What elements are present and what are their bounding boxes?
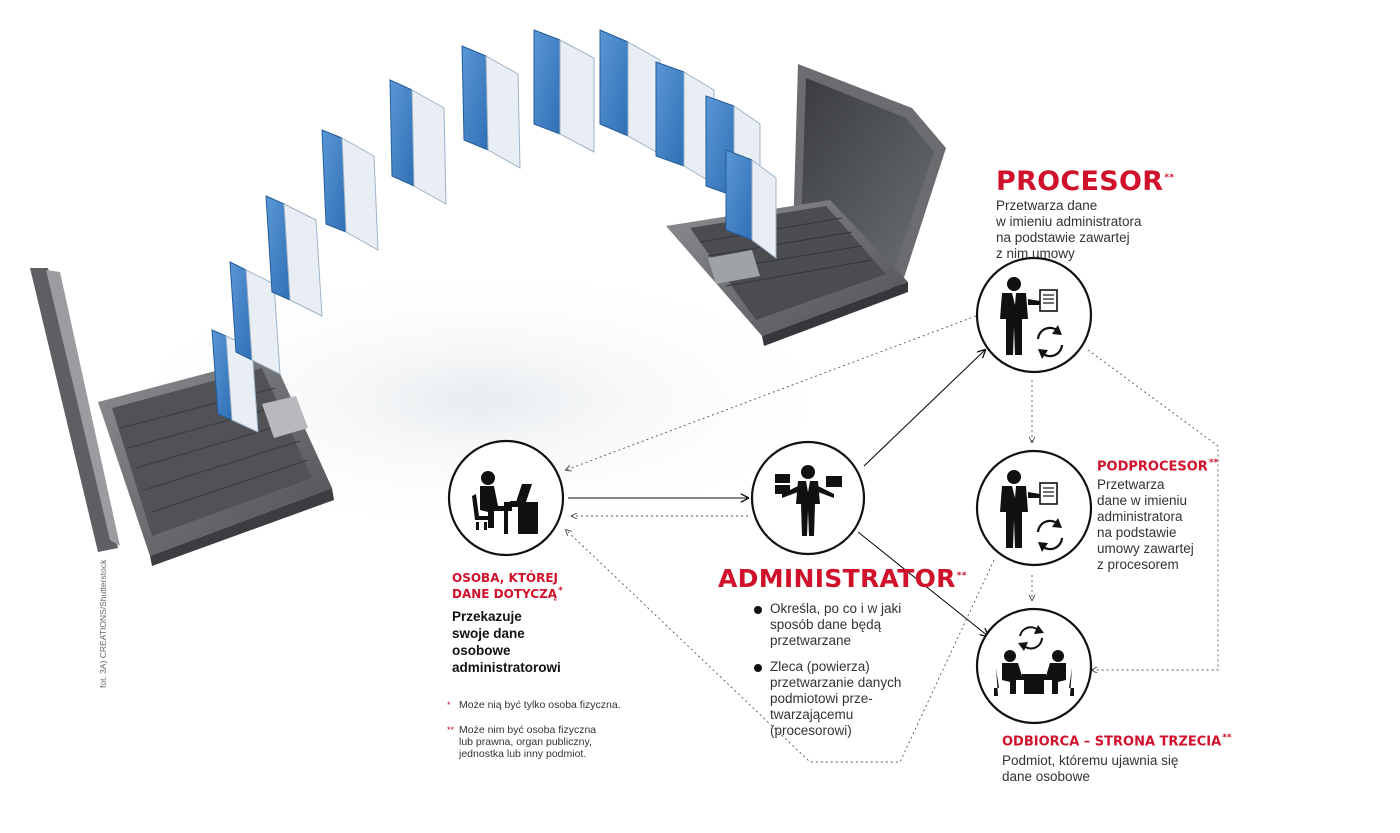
podprocesor-title: PODPROCESOR** [1097,458,1219,475]
osoba-title: OSOBA, KTÓREJ DANE DOTYCZĄ* [452,571,563,601]
person-at-desk-computer-icon [472,471,538,534]
administrator-block: ADMINISTRATOR** Określa, po co i w jaki … [718,564,967,749]
footnote-1: *Może nią być tylko osoba fizyczna. [447,699,621,711]
photo-credit: fot. 3A) CREATIONS/Shutterstock [98,559,108,688]
odbiorca-block: ODBIORCA – STRONA TRZECIA** Podmiot, któ… [1002,733,1242,785]
osoba-block: OSOBA, KTÓREJ DANE DOTYCZĄ* Przekazuje s… [452,571,612,676]
osoba-circle [447,439,565,557]
procesor-description: Przetwarza dane w imieniu administratora… [996,198,1142,261]
arrow-admin-to-odbiorca [857,531,988,636]
arrow-procesor-to-odbiorca [1087,349,1219,670]
odbiorca-description: Podmiot, któremu ujawnia się dane osobow… [1002,753,1179,785]
arrow-odbiorca-to-osoba [566,530,995,763]
flying-folders [211,29,777,433]
left-laptop [30,268,334,566]
businessman-document-cycle-icon [1000,470,1064,552]
administrator-mark: ** [956,570,967,581]
procesor-circle [975,256,1093,374]
administrator-title: ADMINISTRATOR** [718,564,967,593]
podprocesor-mark: ** [1208,458,1219,468]
procesor-block: PROCESOR** Przetwarza dane w imieniu adm… [996,168,1196,262]
person-balancing-boxes-icon [775,465,842,536]
odbiorca-title: ODBIORCA – STRONA TRZECIA** [1002,733,1232,750]
osoba-mark: * [558,585,563,596]
podprocesor-block: PODPROCESOR** Przetwarza dane w imieniu … [1097,458,1237,573]
administrator-bullets: Określa, po co i w jaki sposób dane będą… [752,601,912,739]
arrow-admin-to-procesor [863,350,985,467]
podprocesor-description: Przetwarza dane w imieniu administratora… [1097,477,1194,573]
footnote-2: ** Może nim być osoba fizyczna lub prawn… [447,724,597,760]
podprocesor-circle [975,449,1093,567]
osoba-description: Przekazuje swoje dane osobowe administra… [452,608,561,675]
businessman-document-cycle-icon [1000,277,1064,359]
meeting-table-cycle-icon [994,625,1074,696]
procesor-mark: ** [1164,173,1175,183]
footnotes: *Może nią być tylko osoba fizyczna. ** M… [447,699,647,760]
administrator-bullet-2: Zleca (powierza) przetwarzanie danych po… [752,659,912,739]
right-laptop [666,64,946,346]
odbiorca-mark: ** [1222,733,1232,743]
procesor-title: PROCESOR** [996,166,1175,197]
administrator-bullet-1: Określa, po co i w jaki sposób dane będą… [752,601,912,649]
odbiorca-circle [975,607,1093,725]
